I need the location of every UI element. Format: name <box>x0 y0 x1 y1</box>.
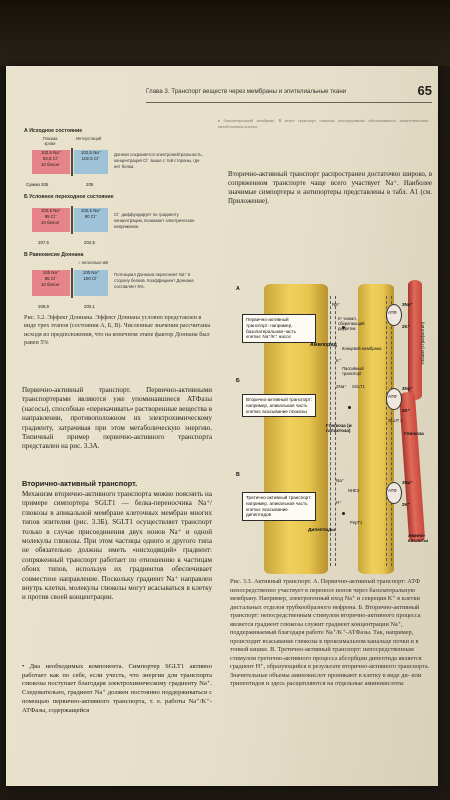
state-c-plasma: 105 Na⁺ 95 Cl⁻ 10 белок⁻ <box>32 270 70 296</box>
state-a-plasma: 102,5 Na⁺ 82,5 Cl⁻ 10 белок⁻ <box>32 150 70 174</box>
passive-transport-label: Пассивный транспорт <box>342 366 364 376</box>
panel-c-label: В <box>236 472 240 478</box>
figure-3-2: А Исходное состояние Плазма крови Интерс… <box>24 128 212 390</box>
membrane-line <box>71 206 73 234</box>
membrane-line <box>71 148 73 176</box>
paragraph-secondary-active: Механизм вторично-активного транспорта м… <box>22 490 212 602</box>
na3-label-a: 3Na⁺ <box>402 302 413 307</box>
na-k-pump-c <box>386 482 402 504</box>
glucose-apical-label: Глюкоза (и галактоза) <box>326 424 352 434</box>
pept1-label: PepT1 <box>350 520 363 525</box>
dipeptides-label: Дипептиды <box>308 528 336 533</box>
state-b-title: Б Условное переходное состояние <box>24 194 114 200</box>
na3-label-b: 3Na⁺ <box>402 386 413 391</box>
na-k-pump-a <box>386 304 402 326</box>
state-c-note: Потенциал Доннана перегоняет Na⁺ в сторо… <box>114 272 194 289</box>
amiloride-label: Амилорид <box>310 342 337 348</box>
na-k-pump-b <box>386 388 402 410</box>
page-number: 65 <box>417 83 432 98</box>
state-a-interstitium: 102,5 Na⁺ 102,5 Cl⁻ <box>74 150 108 174</box>
state-a-sum-right: 205 <box>86 182 94 187</box>
value: 95 Cl⁻ <box>44 214 58 219</box>
primary-active-box: Первично-активный транспорт: например, б… <box>242 314 316 344</box>
k-label-a: K⁺ <box>336 358 342 363</box>
value: 102,5 Na⁺ <box>80 150 102 155</box>
state-a-title: А Исходное состояние <box>24 128 83 134</box>
ion-dot <box>342 326 345 329</box>
glut2-label: GLUT 2 <box>388 418 403 423</box>
amino-acids-label: Амино-кислоты <box>408 534 429 544</box>
paragraph-primary-active: Первично-активный транспорт. Первично-ак… <box>22 386 212 451</box>
value: 102,5 Cl⁻ <box>81 156 101 161</box>
value: 10 белок⁻ <box>40 162 62 167</box>
secondary-active-box: Вторично-активный транспорт: например, а… <box>242 394 316 418</box>
k-channel-label: K⁺-канал, сберегающий диуретик <box>338 316 365 331</box>
state-b-note: Cl⁻ диффундирует по градиенту концентрац… <box>114 212 195 229</box>
collecting-label: Концевой мембрана <box>342 346 382 351</box>
k2-label-c: 2K⁺ <box>402 502 411 507</box>
value: 90 Cl⁻ <box>84 214 98 219</box>
value: 100 Cl⁻ <box>83 276 99 281</box>
panel-b-label: Б <box>236 378 240 384</box>
k2-label-b: 2K⁺ <box>402 408 411 413</box>
cell-column-right <box>358 284 394 574</box>
na-label-c: Na⁺ <box>336 478 345 483</box>
paragraph-right-intro: Вторично-активный транспорт распростране… <box>228 171 432 205</box>
state-c-sum-right: 200,1 <box>84 304 95 309</box>
nhe3-label: NHE3 <box>348 488 360 493</box>
value: 102,5 Na⁺ <box>40 208 62 213</box>
subheading-secondary-active: Вторично-активный транспорт. <box>22 479 138 488</box>
state-b-sum-right: 202,5 <box>84 240 95 245</box>
chapter-title: Глава 3. Транспорт веществ через мембран… <box>146 88 347 95</box>
tertiary-active-box: Третично-активный транспорт: например, а… <box>242 492 316 522</box>
basolateral-membrane <box>386 296 392 566</box>
h-label-c: H⁺ <box>336 500 342 505</box>
blood-vessel-top <box>408 280 422 400</box>
value: 105 Na⁺ <box>42 270 60 275</box>
state-c-title: В Равновесие Доннана <box>24 252 84 258</box>
background-dark-top <box>0 0 450 66</box>
book-page: Глава 3. Транспорт веществ через мембран… <box>6 66 438 786</box>
apical-membrane <box>330 296 336 566</box>
value: 10 белок⁻ <box>40 220 62 225</box>
value: 100 Na⁺ <box>82 270 100 275</box>
atp-label-b: АТФ <box>388 394 397 399</box>
value: 82,5 Cl⁻ <box>42 156 60 161</box>
ouabain-label: Уабаин (строфантин) <box>420 322 425 365</box>
paragraph-two-components: • Два необходимых компонента. Симпортер … <box>22 663 212 714</box>
2na-label-b: 2Na⁺ <box>336 384 347 389</box>
figure-3-3-caption: Рис. 3.3. Активный транспорт. А. Первичн… <box>230 578 430 687</box>
value: 95 Cl⁻ <box>44 276 58 281</box>
na-label-a: Na⁺ <box>332 302 341 307</box>
sglt1-label: SGLT1 <box>352 384 365 389</box>
state-a-sum-left: Сумма 205 <box>26 182 49 187</box>
state-a-note: Донная сохраняется электронейтральность,… <box>114 152 203 169</box>
figure-3-2-caption: Рис. 3.2. Эффект Доннана. Эффект Доннана… <box>24 314 211 347</box>
interstitium-header: Интерстиций <box>76 136 102 141</box>
atp-label-c: АТФ <box>388 488 397 493</box>
figure-3-3: А Б В Первично-активный транспорт: напри… <box>236 266 438 578</box>
k2-label-a: 2K⁺ <box>402 324 411 329</box>
membrane-line <box>71 268 73 298</box>
ion-dot <box>348 406 351 409</box>
na3-label-c: 3Na⁺ <box>402 480 413 485</box>
state-b-plasma: 102,5 Na⁺ 95 Cl⁻ 10 белок⁻ <box>32 208 70 232</box>
value: 102,5 Na⁺ <box>80 208 102 213</box>
atp-label-a: АТФ <box>388 310 397 315</box>
plasma-header: Плазма крови <box>42 136 58 146</box>
state-b-interstitium: 102,5 Na⁺ 90 Cl⁻ <box>74 208 108 232</box>
blood-vessel-bottom <box>398 391 426 543</box>
state-c-sum-left: 209,9 <box>38 304 49 309</box>
ion-dot <box>342 512 345 515</box>
panel-a-label: А <box>236 286 240 292</box>
value: 102,5 Na⁺ <box>40 150 62 155</box>
voltage-label: ○ несколько мВ <box>78 260 109 265</box>
value: 10 белок⁻ <box>40 282 62 287</box>
running-header: Глава 3. Транспорт веществ через мембран… <box>146 83 432 103</box>
state-b-sum-left: 207,5 <box>38 240 49 245</box>
glucose-bl-label: Глюкоза <box>404 432 424 437</box>
right-top-text: в базолатеральной мембране. В итоге тран… <box>218 118 428 129</box>
state-c-interstitium: 100 Na⁺ 100 Cl⁻ <box>74 270 108 296</box>
